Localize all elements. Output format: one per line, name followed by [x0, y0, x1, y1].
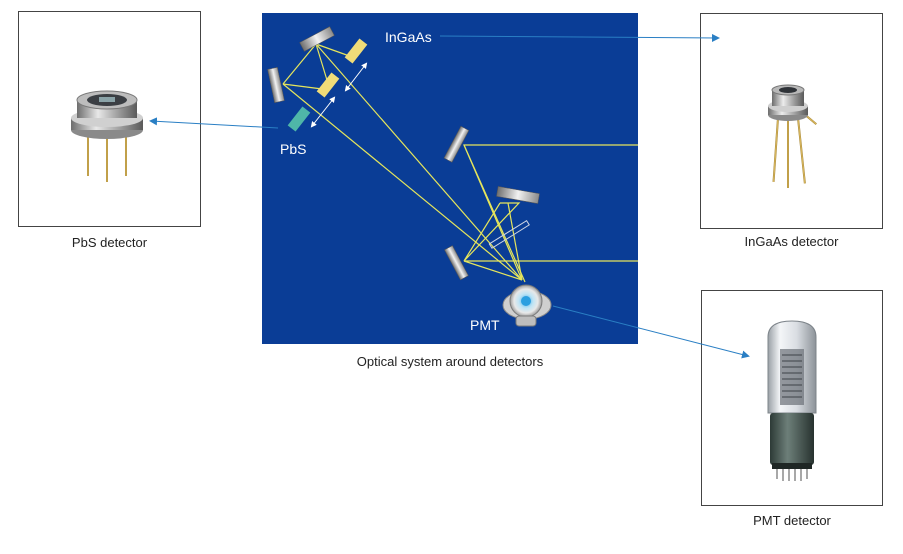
beam-lines — [282, 43, 638, 283]
pbs-label: PbS — [280, 141, 306, 157]
pmt-detector-box — [701, 290, 883, 506]
pmt-detector-caption: PMT detector — [753, 513, 831, 528]
pmt-arrow — [552, 305, 750, 359]
filter-teal — [287, 106, 311, 132]
pbs-detector-image — [71, 90, 143, 182]
optical-system-caption: Optical system around detectors — [356, 354, 544, 369]
mirror-mid — [443, 125, 470, 163]
ingaas-detector-box — [700, 13, 883, 229]
pmt-detector-image — [767, 320, 817, 481]
filter-yellow-upper — [344, 38, 368, 64]
beam-splitter — [488, 219, 530, 249]
filter-move-arrow-upper — [344, 62, 368, 92]
mirror-top — [299, 26, 335, 52]
optical-system-panel — [262, 13, 638, 344]
ingaas-label: InGaAs — [385, 29, 432, 45]
mirror-low — [444, 245, 469, 281]
filter-yellow-lower — [316, 72, 340, 98]
pbs-detector-box — [18, 11, 201, 227]
pbs-detector-caption: PbS detector — [71, 235, 148, 250]
mirror-right — [496, 186, 540, 204]
ingaas-detector-caption: InGaAs detector — [744, 234, 839, 249]
filter-move-arrow-lower — [310, 96, 336, 128]
mirror-left — [267, 67, 285, 103]
mirrors — [267, 26, 540, 281]
pbs-arrow — [149, 117, 279, 129]
ingaas-arrow — [439, 33, 720, 42]
pmt-label: PMT — [470, 317, 500, 333]
pmt-in-panel — [502, 284, 552, 327]
ingaas-detector-image — [768, 84, 818, 188]
